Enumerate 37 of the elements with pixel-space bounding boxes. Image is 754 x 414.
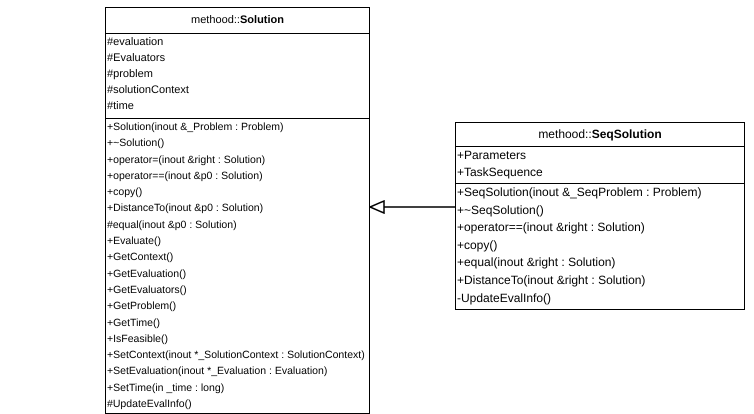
class-member: #evaluation [106, 35, 164, 50]
class-member: +GetTime() [106, 316, 161, 331]
class-member: +GetProblem() [106, 299, 178, 314]
class-name: methood::Solution [190, 13, 285, 28]
class-member: +IsFeasible() [106, 332, 169, 347]
class-member: +TaskSequence [456, 164, 544, 181]
class-member: +SetEvaluation(inout *_Evaluation : Evaluation) [106, 364, 328, 380]
class-member: -UpdateEvalInfo() [456, 290, 552, 307]
class-member: +DistanceTo(inout &p0 : Solution) [106, 201, 264, 216]
class-member: +equal(inout &right : Solution) [456, 254, 616, 272]
uml-class-box [105, 7, 370, 414]
class-member: +SetTime(in _time : long) [106, 380, 226, 396]
class-member: #UpdateEvalInfo() [106, 397, 193, 412]
class-member: +~Solution() [106, 136, 166, 152]
generalization-arrow [369, 200, 455, 214]
class-member: +Solution(inout &_Problem : Problem) [106, 120, 285, 135]
class-member: #equal(inout &p0 : Solution) [106, 218, 238, 233]
class-member: +GetContext() [106, 250, 174, 266]
class-member: #problem [106, 67, 154, 82]
class-member: #time [106, 99, 135, 114]
class-member: +operator=(inout &right : Solution) [106, 152, 266, 168]
uml-class-box [455, 122, 745, 310]
class-name: methood::SeqSolution [537, 126, 663, 143]
class-member: +SeqSolution(inout &_SeqProblem : Problem) [456, 184, 702, 201]
class-member: #solutionContext [106, 83, 190, 98]
class-member: +~SeqSolution() [456, 202, 545, 219]
class-member: #Evaluators [106, 51, 166, 66]
class-member: +GetEvaluators() [106, 282, 188, 298]
class-member: +operator==(inout &p0 : Solution) [106, 168, 264, 184]
class-member: +SetContext(inout *_SolutionContext : SolutionContext) [106, 348, 366, 364]
class-member: +copy() [456, 236, 498, 254]
class-member: +Parameters [456, 147, 528, 164]
class-member: +DistanceTo(inout &right : Solution) [456, 272, 646, 289]
class-member: +operator==(inout &right : Solution) [456, 219, 646, 236]
class-member: +copy() [106, 185, 144, 200]
class-member: +Evaluate() [106, 234, 162, 250]
class-member: +GetEvaluation() [106, 266, 188, 282]
